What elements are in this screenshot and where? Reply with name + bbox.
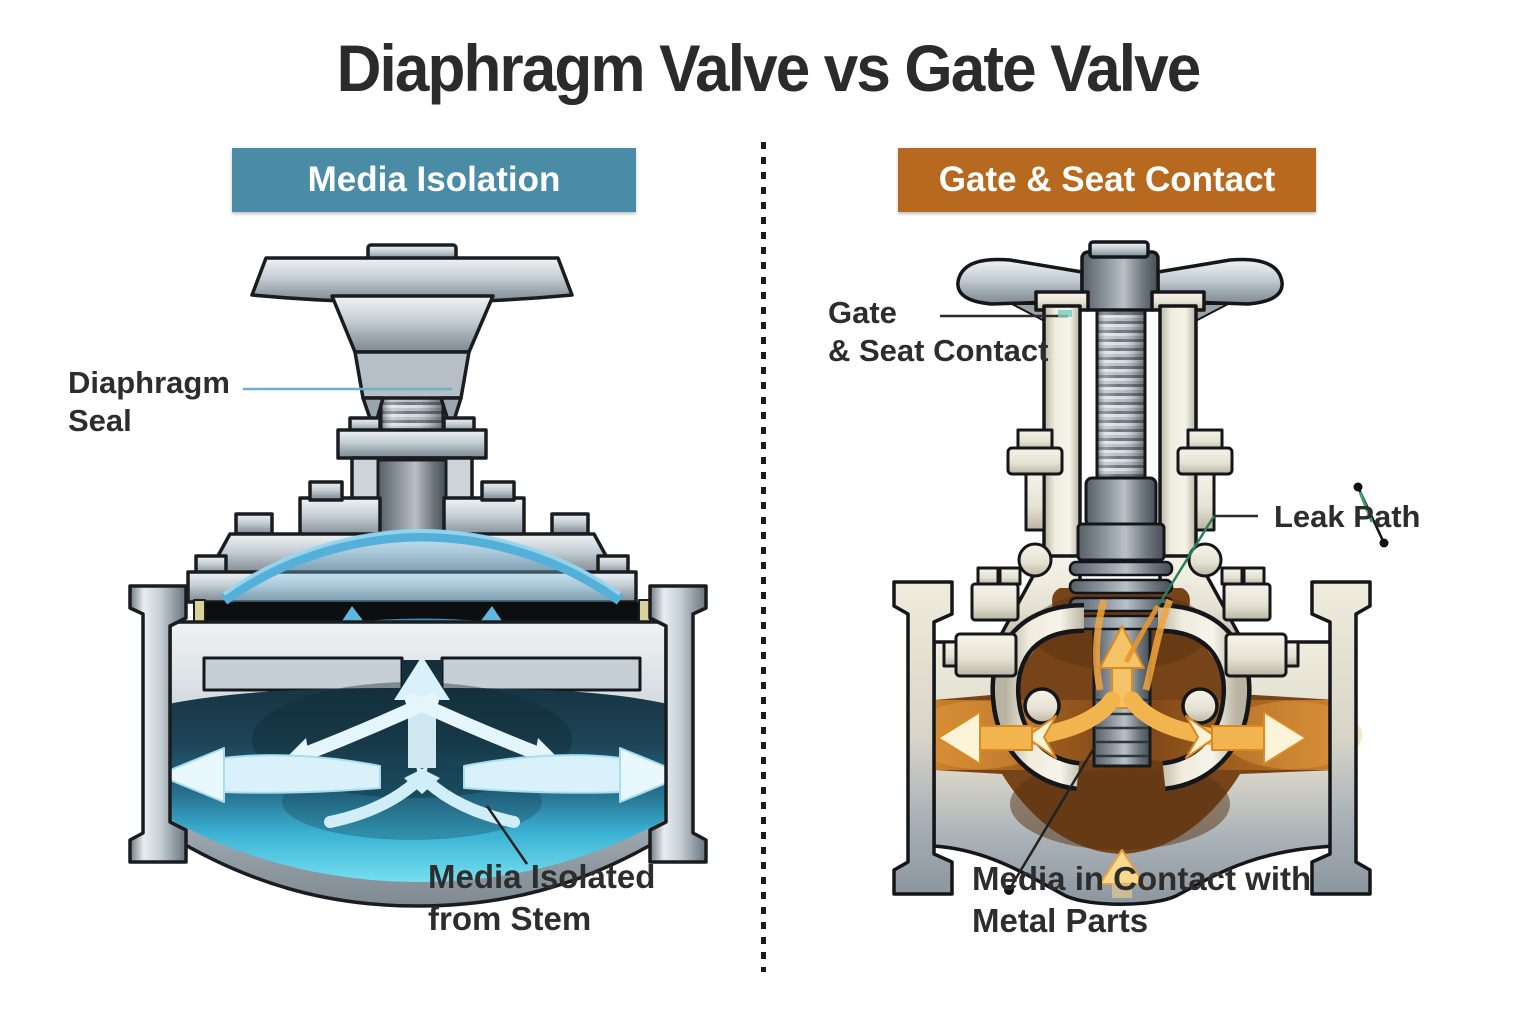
- label-line: Media in Contact with: [972, 860, 1312, 897]
- right-header-label: Gate & Seat Contact: [938, 160, 1276, 199]
- leader-line-gate-seat-contact: [940, 310, 1072, 318]
- label-diaphragm-seal: Diaphragm Seal: [68, 364, 230, 440]
- right-column-header: Gate & Seat Contact: [898, 148, 1316, 212]
- gate-valve-illustration: [892, 240, 1389, 906]
- label-media-isolated: Media Isolated from Stem: [428, 856, 655, 940]
- label-line: Metal Parts: [972, 902, 1149, 939]
- label-line: Diaphragm: [68, 365, 230, 400]
- leader-line-media-isolated: [485, 805, 529, 865]
- gate-valve-stem: [1095, 294, 1147, 484]
- page-title: Diaphragm Valve vs Gate Valve: [336, 31, 1202, 105]
- diaphragm-valve-flow-arrows: [157, 656, 687, 828]
- gate-valve-flow-arrows: [937, 598, 1307, 898]
- left-column-header: Media Isolation: [232, 148, 636, 212]
- left-header-label: Media Isolation: [307, 160, 561, 199]
- diaphragm-valve-illustration: [128, 243, 708, 908]
- gate-valve-gland-bolts: [1006, 428, 1234, 578]
- label-gate-seat-contact: Gate & Seat Contact: [828, 294, 1048, 370]
- diaphragm-valve-flanges: [128, 584, 708, 864]
- label-line: from Stem: [428, 900, 592, 937]
- label-line: Seal: [68, 403, 132, 438]
- leader-line-media-contact: [1004, 747, 1096, 895]
- label-line: & Seat Contact: [828, 333, 1049, 368]
- column-divider: [761, 142, 766, 972]
- label-line: Media Isolated: [428, 858, 656, 895]
- gate-valve-flanges: [892, 580, 1372, 896]
- gate-valve-bonnet: [942, 566, 1300, 791]
- gate-valve-stem-coupling: [1076, 476, 1166, 562]
- label-line: Gate: [828, 295, 897, 330]
- leader-line-leak-path: [1123, 482, 1389, 664]
- diaphragm-valve-handwheel: [250, 243, 574, 432]
- diaphragm-valve-bonnet: [186, 416, 638, 604]
- label-media-contact: Media in Contact with Metal Parts: [972, 858, 1311, 942]
- label-leak-path: Leak Path: [1274, 499, 1421, 534]
